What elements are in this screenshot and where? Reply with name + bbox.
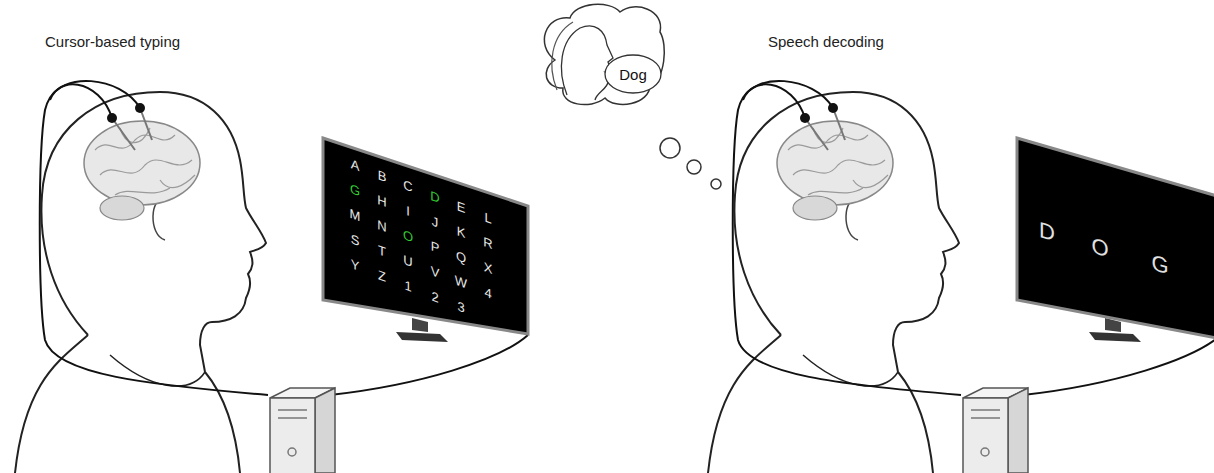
monitor-screen [323,138,528,334]
screen-letter: C [403,178,412,194]
screen-letter: H [377,192,386,208]
screen-letter: 3 [458,299,465,315]
screen-letter: O [403,228,413,245]
screen-letter: 4 [484,285,491,301]
screen-letter: J [432,214,439,229]
computer-side [315,388,335,473]
screen-letter: A [351,157,360,173]
screen-letter: 1 [405,278,412,294]
screen-letter: R [483,234,492,250]
thought-dot [711,179,721,189]
screen-letter: Z [378,268,386,284]
screen-letter: V [430,263,439,279]
screen-letter: D [430,188,439,204]
shoulder-line [15,335,88,473]
computer-front [270,398,315,473]
screen-letter: 2 [431,289,438,305]
screen-letter: N [377,217,386,233]
monitor-neck [412,318,428,332]
screen-letter: B [377,167,386,183]
monitor-screen [1017,138,1214,338]
electrode [135,103,145,113]
brain-gyri [95,128,195,195]
screen-letter: Y [351,257,360,273]
screen-letter: L [484,210,491,226]
thought-dot [660,138,680,158]
ear [153,200,165,240]
cable [330,335,528,395]
face-profile [561,26,613,100]
person-figure [708,81,1214,473]
speech-bubble [605,55,661,93]
monitor: D O G [1014,134,1214,344]
screen-letter: K [457,224,466,240]
cerebellum [100,196,144,220]
screen-letter: W [455,273,467,290]
thought-bubble: Dog [535,0,670,112]
monitor: A B C D E L G H I J K R MN O P Q X S T U VW 4 Y Z 1 2 3 [320,134,532,346]
screen-letter: X [484,259,493,275]
decoded-letter: O [1091,235,1108,262]
thought-cloud [544,4,664,104]
screen-letter: I [406,204,410,218]
decoded-letter: D [1039,219,1055,246]
cable [50,81,140,108]
electrode [107,113,117,123]
screen-letter: Q [456,249,466,266]
panel-title: Cursor-based typing [45,33,180,50]
thought-word: Dog [619,67,647,82]
drive-slot [278,410,307,418]
cable [40,84,268,395]
chest-line [205,372,240,473]
screen-letter: G [350,182,360,199]
head-outline [41,92,266,372]
decoded-letter: G [1151,252,1168,279]
screen-letter: S [351,232,360,248]
brain [84,121,200,205]
screen-letter: E [457,199,466,215]
person-figure [15,81,528,473]
screen-letter: T [378,243,386,259]
screen-letter: U [403,253,412,269]
panel-title: Speech decoding [768,33,884,50]
implant-lead [112,108,152,150]
collar-line [110,355,205,386]
screen-letter: M [350,207,361,224]
screen-letter: P [430,238,439,254]
thought-dot [687,160,701,174]
node-outline [535,0,670,112]
monitor-base [396,332,448,342]
power-button [288,448,296,456]
